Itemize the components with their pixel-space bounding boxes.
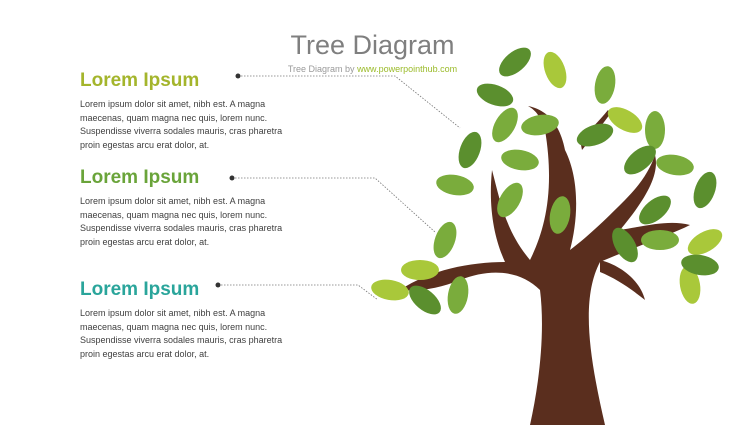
leaves — [371, 47, 723, 315]
info-block-2: Lorem Ipsum Lorem ipsum dolor sit amet, … — [80, 167, 290, 249]
leaf-icon — [458, 131, 482, 169]
leaf-icon — [612, 227, 638, 263]
info-block-1: Lorem Ipsum Lorem ipsum dolor sit amet, … — [80, 70, 290, 152]
leaf-icon — [447, 276, 469, 314]
leaf-icon — [693, 171, 717, 209]
leaf-icon — [371, 279, 409, 301]
info-heading-3: Lorem Ipsum — [80, 279, 200, 300]
leaf-icon — [639, 195, 671, 225]
leaf-icon — [679, 266, 701, 304]
leaf-icon — [624, 145, 656, 175]
info-text-3: Lorem ipsum dolor sit amet, nibh est. A … — [80, 308, 283, 359]
leaf-icon — [492, 107, 518, 143]
connector-lines — [218, 75, 461, 301]
leaf-icon — [641, 230, 679, 250]
leaf-icon — [433, 221, 457, 259]
leaf-icon — [607, 107, 643, 133]
leaf-icon — [521, 114, 559, 136]
leaf-icon — [681, 254, 719, 276]
leaf-icon — [499, 47, 531, 77]
leaf-icon — [497, 182, 523, 218]
page-title: Tree Diagram — [290, 30, 455, 60]
connector-1 — [238, 75, 461, 129]
leaf-icon — [656, 154, 694, 176]
info-block-3: Lorem Ipsum Lorem ipsum dolor sit amet, … — [80, 279, 290, 361]
leaf-icon — [687, 229, 723, 255]
connector-3 — [218, 284, 379, 301]
subtitle-url: www.powerpointhub.com — [357, 64, 458, 74]
leaf-icon — [476, 83, 514, 107]
subtitle-prefix: Tree Diagram by — [287, 64, 358, 74]
connector-dot-1 — [235, 73, 241, 79]
leaf-icon — [409, 285, 441, 315]
page-subtitle: Tree Diagram by www.powerpointhub.com — [250, 64, 495, 74]
leaf-icon — [436, 174, 474, 196]
leaf-icon — [549, 196, 571, 234]
info-heading-1: Lorem Ipsum — [80, 70, 200, 91]
connector-dot-2 — [229, 175, 235, 181]
leaf-icon — [576, 123, 614, 147]
info-text-1: Lorem ipsum dolor sit amet, nibh est. A … — [80, 99, 283, 150]
info-text-2: Lorem ipsum dolor sit amet, nibh est. A … — [80, 196, 283, 247]
leaf-icon — [645, 111, 665, 149]
leaf-icon — [543, 51, 567, 89]
leaf-icon — [501, 149, 539, 171]
connector-dot-3 — [215, 282, 221, 288]
leaf-icon — [401, 260, 439, 280]
info-heading-2: Lorem Ipsum — [80, 167, 200, 188]
leaf-icon — [594, 66, 616, 104]
